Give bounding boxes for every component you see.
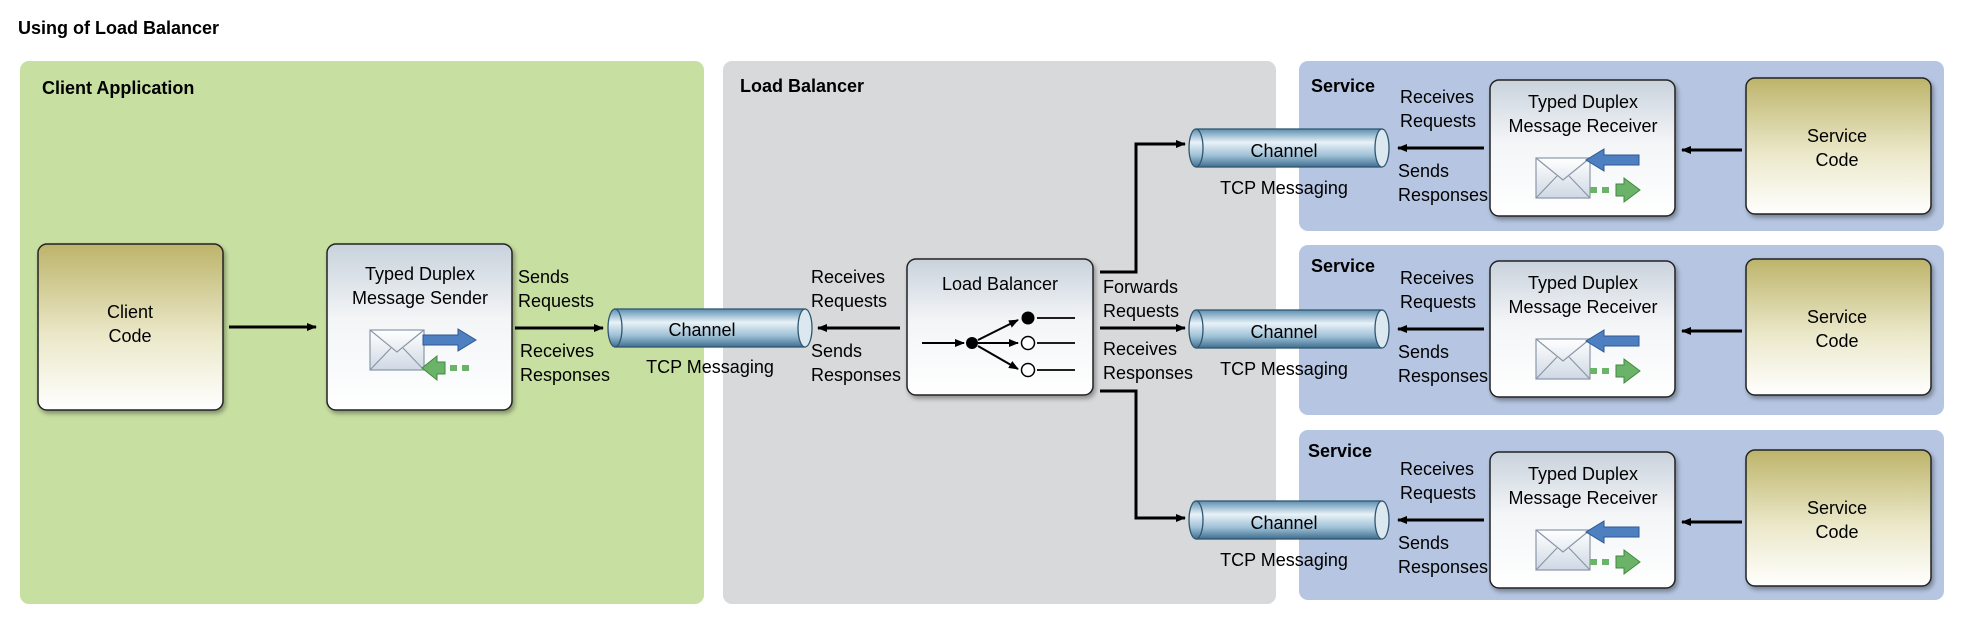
client-receives-line2: Responses (520, 365, 610, 385)
client-sends-line2: Requests (518, 291, 594, 311)
receiver-line1: Typed Duplex (1528, 92, 1638, 112)
forward-arrow-service-3 (1100, 389, 1186, 522)
green-dash-icon (450, 365, 457, 371)
service-code-line2: Code (1815, 150, 1858, 170)
lb-sends-line1: Sends (811, 341, 862, 361)
green-dash-icon (462, 365, 469, 371)
client-sends-line1: Sends (518, 267, 569, 287)
client-code-line2: Code (108, 326, 151, 346)
green-send-arrow-icon (1615, 177, 1641, 203)
service-code-box: Service Code (1745, 77, 1932, 215)
client-channel-label: Channel (668, 320, 735, 340)
service-label-1: Service (1311, 76, 1375, 96)
lb-sends-line2: Responses (811, 365, 901, 385)
envelope-icon (369, 329, 425, 371)
green-dash-icon (1602, 187, 1609, 193)
service-code-line1: Service (1807, 126, 1867, 146)
blue-send-arrow-icon (422, 328, 477, 352)
service-receives-line1: Receives (1400, 87, 1474, 107)
client-channel: Channel (607, 308, 813, 348)
blue-receive-arrow-icon (1585, 148, 1640, 172)
lb-receives-line1: Receives (811, 267, 885, 287)
load-balancer-node: Load Balancer (906, 258, 1094, 396)
typed-duplex-message-receiver: Typed Duplex Message Receiver (1489, 79, 1676, 217)
sender-line1: Typed Duplex (365, 264, 475, 284)
load-balancer-region-label: Load Balancer (740, 76, 864, 96)
lb-receives-responses-line2: Responses (1103, 363, 1193, 383)
service-receives-line2: Requests (1400, 111, 1476, 131)
lb-receives-line2: Requests (811, 291, 887, 311)
service-sends-line2: Responses (1398, 185, 1488, 205)
load-balancer-node-label: Load Balancer (942, 274, 1058, 294)
typed-duplex-message-sender: Typed Duplex Message Sender (326, 243, 513, 411)
load-balancer-fan-icon (922, 311, 1075, 378)
service-channel-label: Channel (1250, 141, 1317, 161)
envelope-icon (1535, 157, 1591, 199)
service-label-2: Service (1311, 256, 1375, 276)
receiver-line2: Message Receiver (1508, 116, 1657, 136)
client-code-line1: Client (107, 302, 153, 322)
client-receives-line1: Receives (520, 341, 594, 361)
service-tcp-messaging-label: TCP Messaging (1220, 178, 1348, 198)
diagram-title: Using of Load Balancer (18, 18, 219, 38)
green-dash-icon (1590, 187, 1597, 193)
sender-line2: Message Sender (352, 288, 488, 308)
lb-receives-responses-line1: Receives (1103, 339, 1177, 359)
green-receive-arrow-icon (421, 354, 446, 382)
service-sends-line1: Sends (1398, 161, 1449, 181)
service-channel-1: Channel (1188, 128, 1390, 168)
service-label-3: Service (1308, 441, 1372, 461)
client-code-box: Client Code (37, 243, 224, 411)
service-row-1: Channel TCP Messaging Receives Requests … (1188, 77, 1932, 217)
lb-forwards-line2: Requests (1103, 301, 1179, 321)
client-application-label: Client Application (42, 78, 194, 98)
lb-forwards-line1: Forwards (1103, 277, 1178, 297)
forward-arrow-service-1 (1100, 140, 1186, 274)
client-tcp-messaging-label: TCP Messaging (646, 357, 774, 377)
